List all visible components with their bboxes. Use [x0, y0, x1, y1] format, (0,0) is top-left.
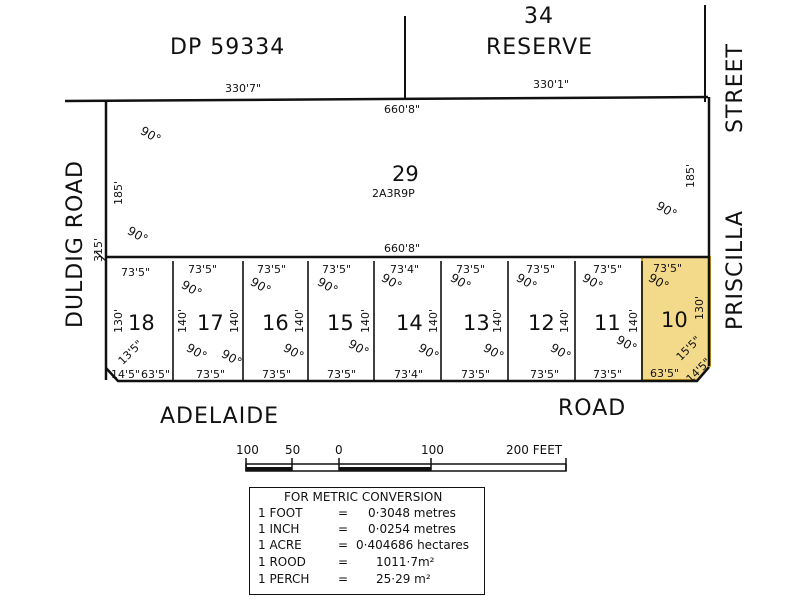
lot-29-number: 29	[392, 162, 419, 186]
north-total-dimension: 660'8"	[384, 103, 421, 116]
scale-bar	[245, 458, 567, 472]
scale-label: 50	[285, 443, 301, 457]
lot-14-number: 14	[396, 311, 423, 335]
lot-14-top-dimension: 73'4"	[390, 263, 420, 276]
conversion-row: 1 INCH = 0·0254 metres	[250, 522, 484, 536]
conversion-title: FOR METRIC CONVERSION	[284, 490, 443, 504]
lot-17-top-dimension: 73'5"	[188, 263, 218, 276]
lot-10-number: 10	[661, 308, 688, 332]
conversion-equals: =	[338, 506, 349, 520]
conversion-equals: =	[338, 522, 349, 536]
lot-13-number: 13	[463, 311, 490, 335]
lot-17-side-dimension-right: 140'	[228, 308, 241, 333]
scale-label: 200 FEET	[506, 443, 563, 457]
lot-16-side-dimension: 140'	[293, 308, 306, 333]
conversion-value: 0·0254 metres	[368, 522, 456, 536]
lot-12-side-dimension: 140'	[558, 308, 571, 333]
metric-conversion-box: FOR METRIC CONVERSION 1 FOOT = 0·3048 me…	[249, 487, 485, 595]
lot-12-top-dimension: 73'5"	[526, 263, 556, 276]
lot-15-number: 15	[327, 311, 354, 335]
lot-15-side-dimension: 140'	[359, 308, 372, 333]
adelaide-road-label-1: ADELAIDE	[160, 404, 280, 429]
lot-17-side-dimension-left: 140'	[176, 308, 189, 333]
conversion-unit: 1 INCH	[258, 522, 300, 536]
west-road-tick	[95, 251, 107, 262]
lot-12-bottom-dimension: 73'5"	[530, 368, 560, 381]
conversion-unit: 1 ROOD	[258, 555, 306, 569]
lot-10-side-dimension: 130'	[693, 295, 706, 320]
lot-18-corner-dimension: 14'5"	[111, 368, 141, 381]
north-right-dimension: 330'1"	[533, 78, 570, 91]
duldig-road-label: DULDIG ROAD	[63, 160, 88, 328]
conversion-equals: =	[338, 538, 349, 552]
scale-label: 100	[236, 443, 259, 457]
adelaide-road-boundary	[105, 366, 710, 383]
lot-11-bottom-dimension: 73'5"	[593, 368, 623, 381]
lot-13-top-dimension: 73'5"	[456, 263, 486, 276]
lot-10-bottom-dimension: 63'5"	[650, 367, 680, 380]
adelaide-road-label-2: ROAD	[558, 396, 627, 421]
conversion-value: 0·404686 hectares	[356, 538, 470, 552]
priscilla-label: PRISCILLA	[723, 210, 748, 330]
lot-11-top-dimension: 73'5"	[593, 263, 623, 276]
lot-29-area: 2A3R9P	[372, 187, 415, 200]
conversion-equals: =	[338, 572, 349, 586]
west-small-dimension: 315'	[92, 237, 105, 262]
lot-18-bottom-dimension: 63'5"	[141, 368, 171, 381]
east-side-dimension: 185'	[684, 163, 697, 188]
lot-dividers	[172, 261, 643, 381]
conversion-value: 25·29 m²	[376, 572, 431, 586]
lot-18-number: 18	[128, 311, 155, 335]
lot-11-number: 11	[594, 311, 621, 335]
lot-10-top-dimension: 73'5"	[653, 262, 683, 275]
lot-16-top-dimension: 73'5"	[257, 263, 287, 276]
lot-13-side-dimension: 140'	[491, 308, 504, 333]
lot-16-bottom-dimension: 73'5"	[262, 368, 292, 381]
lot-17-bottom-dimension: 73'5"	[196, 368, 226, 381]
lot-15-bottom-dimension: 73'5"	[327, 368, 357, 381]
lot-17-number: 17	[197, 311, 224, 335]
conversion-row: 1 FOOT = 0·3048 metres	[250, 506, 484, 520]
lot-14-side-dimension: 140'	[427, 308, 440, 333]
conversion-equals: =	[338, 555, 349, 569]
lot-11-side-dimension: 140'	[627, 308, 640, 333]
lot-29-north-boundary	[64, 95, 709, 103]
scale-label: 0	[335, 443, 343, 457]
lot-12-number: 12	[528, 311, 555, 335]
street-label: STREET	[723, 43, 748, 133]
scale-label: 100	[421, 443, 444, 457]
lot-13-bottom-dimension: 73'5"	[461, 368, 491, 381]
conversion-row: 1 ROOD = 1011·7m²	[250, 555, 484, 569]
lot-18-side-dimension: 130'	[112, 308, 125, 333]
reserve-label: RESERVE	[486, 35, 594, 60]
lot-14-bottom-dimension: 73'4"	[394, 368, 424, 381]
conversion-row: 1 PERCH = 25·29 m²	[250, 572, 484, 586]
north-left-dimension: 330'7"	[225, 82, 262, 95]
middle-total-dimension: 660'8"	[384, 242, 421, 255]
reserve-number: 34	[524, 4, 554, 29]
conversion-value: 0·3048 metres	[368, 506, 456, 520]
conversion-row: 1 ACRE = 0·404686 hectares	[250, 538, 484, 552]
conversion-unit: 1 FOOT	[258, 506, 303, 520]
conversion-unit: 1 PERCH	[258, 572, 310, 586]
adjacent-plan-label: DP 59334	[170, 35, 286, 60]
west-side-dimension: 185'	[112, 180, 125, 205]
conversion-unit: 1 ACRE	[258, 538, 302, 552]
lot-15-top-dimension: 73'5"	[322, 263, 352, 276]
conversion-value: 1011·7m²	[376, 555, 435, 569]
lot-18-top-dimension: 73'5"	[121, 266, 151, 279]
lot-16-number: 16	[262, 311, 289, 335]
